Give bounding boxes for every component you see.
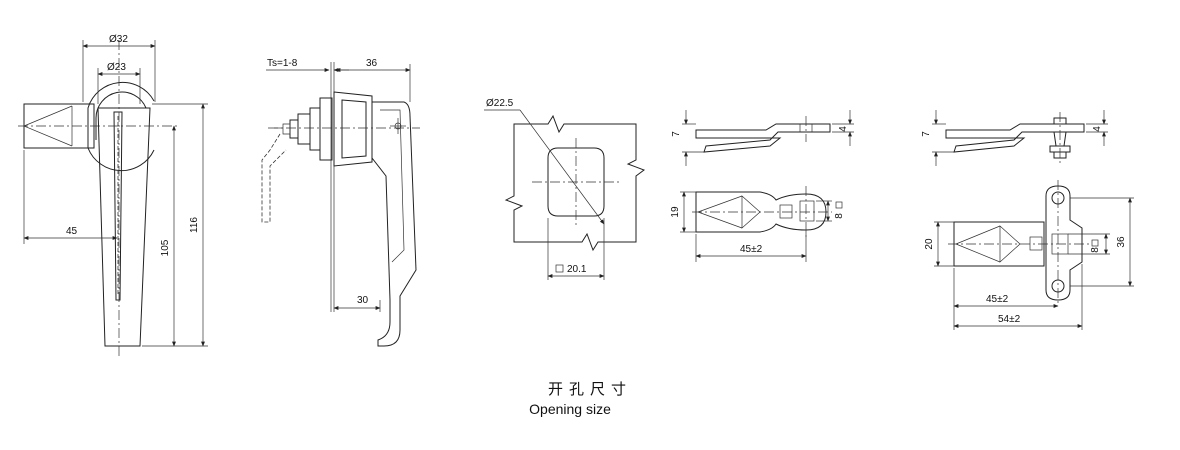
dim-bracket-thickness-7: 7 bbox=[921, 131, 932, 137]
dim-cam-square-8: 8 bbox=[834, 213, 845, 219]
dim-width-36: 36 bbox=[366, 58, 378, 69]
dim-panel-thickness: Ts=1-8 bbox=[267, 58, 298, 69]
caption-english: Opening size bbox=[529, 401, 611, 417]
dim-offset: 45 bbox=[66, 226, 78, 237]
dim-bracket-length-54: 54±2 bbox=[998, 314, 1021, 325]
dim-cam-thickness-7: 7 bbox=[671, 131, 682, 137]
dim-length-105: 105 bbox=[160, 239, 171, 256]
dim-cam-length-45: 45±2 bbox=[740, 244, 763, 255]
dim-cutout-diameter: Ø22.5 bbox=[486, 98, 514, 109]
dim-inner-diameter: Ø23 bbox=[107, 62, 126, 73]
dim-cam-height-19: 19 bbox=[670, 206, 681, 218]
dim-cutout-flat: 20.1 bbox=[567, 264, 587, 275]
dim-reach-30: 30 bbox=[357, 295, 369, 306]
dim-bracket-square-8: 8 bbox=[1090, 247, 1101, 253]
caption-chinese: 开孔尺寸 bbox=[547, 380, 632, 398]
dim-bracket-height-36: 36 bbox=[1116, 236, 1127, 248]
dim-cam-thickness-4: 4 bbox=[838, 126, 849, 132]
dim-bracket-length-45: 45±2 bbox=[986, 294, 1009, 305]
handle-side-view bbox=[261, 62, 420, 347]
handle-front-view bbox=[18, 40, 208, 356]
cam-view-standard bbox=[680, 110, 854, 262]
dim-bracket-thickness-4: 4 bbox=[1092, 126, 1103, 132]
cam-view-bracket bbox=[932, 110, 1134, 330]
dim-length-116: 116 bbox=[189, 217, 200, 233]
dim-bracket-height-20: 20 bbox=[924, 238, 935, 250]
cutout-view bbox=[484, 109, 646, 280]
dim-outer-diameter: Ø32 bbox=[109, 34, 128, 45]
